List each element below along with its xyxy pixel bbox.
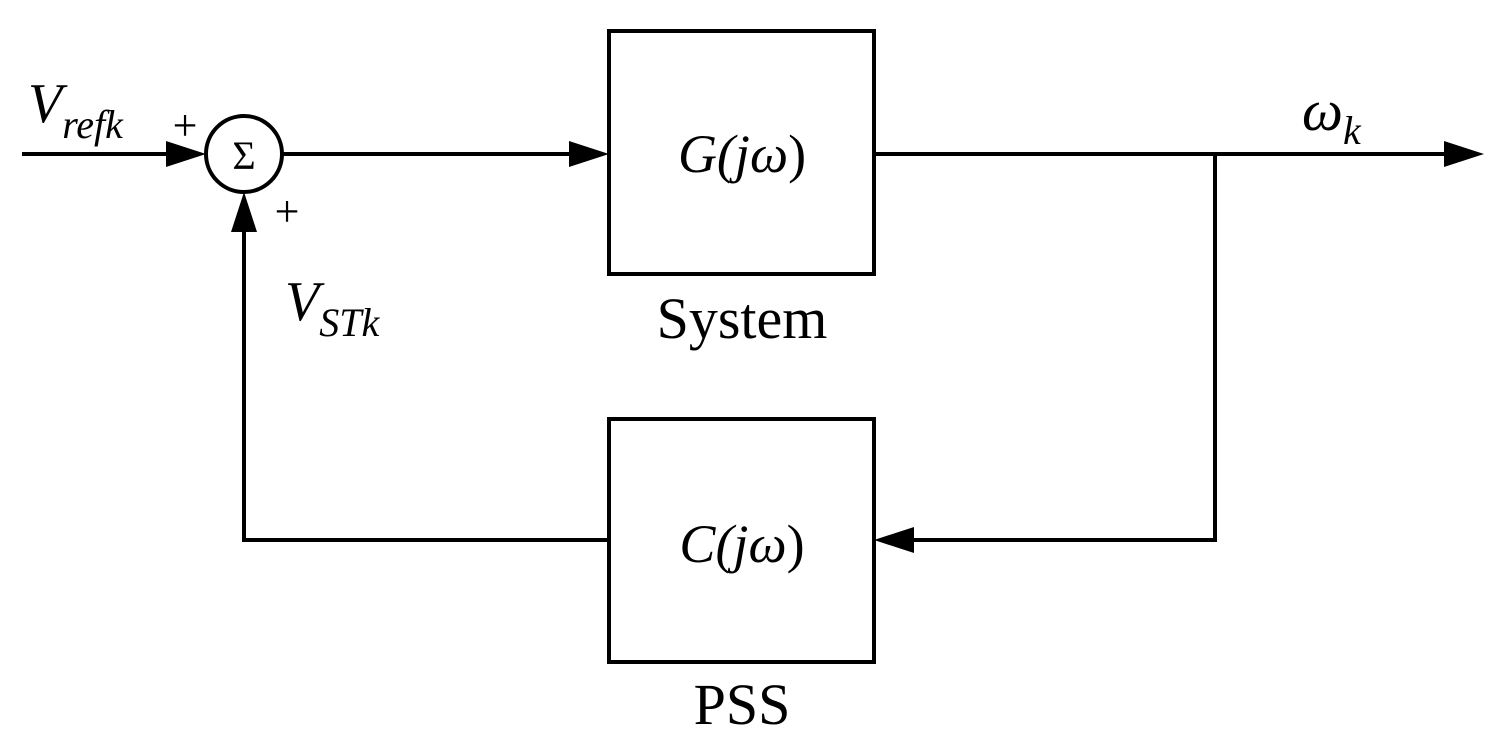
output-signal-label: ωk [1302, 78, 1362, 153]
input-signal-main: V [28, 73, 68, 135]
feedback-signal-main: V [285, 271, 325, 333]
input-sign: + [173, 101, 198, 150]
system-tf-prefix: G( [678, 124, 738, 184]
summing-junction-symbol: Σ [232, 133, 255, 178]
output-signal-subscript: k [1343, 108, 1362, 153]
output-arrowhead [1444, 141, 1484, 167]
summer-feedback-arrowhead [231, 192, 257, 232]
system-tf-var: j [729, 124, 750, 184]
feedback-sign: + [275, 187, 300, 236]
system-caption: System [657, 286, 828, 351]
pss-tf-suffix: ) [787, 514, 805, 574]
system-transfer-function: G(jω) [678, 124, 806, 184]
pss-input-arrowhead [874, 527, 914, 553]
system-input-arrowhead [569, 141, 609, 167]
system-tf-suffix: ) [788, 124, 806, 184]
feedback-signal-subscript: STk [319, 300, 380, 345]
pss-to-summer-wire [242, 230, 609, 542]
pss-tf-omega: ω [748, 514, 786, 574]
input-signal-subscript: refk [62, 102, 124, 147]
feedback-signal-label: VSTk [285, 271, 380, 345]
input-arrowhead [166, 141, 206, 167]
system-block [607, 29, 876, 276]
system-tf-omega: ω [750, 124, 788, 184]
pss-tf-var: j [727, 514, 748, 574]
feedback-pickoff-wire [912, 154, 1217, 542]
output-signal-main: ω [1302, 78, 1343, 143]
pss-tf-prefix: C( [679, 514, 736, 574]
input-signal-label: Vrefk [28, 73, 124, 147]
pss-caption: PSS [694, 672, 791, 737]
pss-transfer-function: C(jω) [679, 514, 804, 574]
